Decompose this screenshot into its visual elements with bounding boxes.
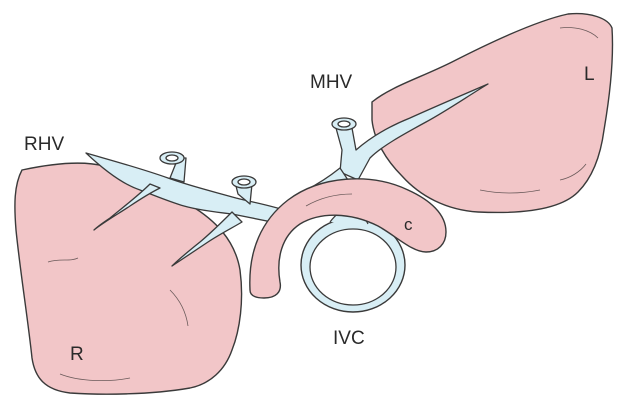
label-left-lobe: L bbox=[584, 64, 595, 85]
label-rhv: RHV bbox=[24, 134, 64, 155]
left-lobe bbox=[372, 14, 613, 213]
label-ivc: IVC bbox=[333, 328, 365, 349]
label-mhv: MHV bbox=[310, 72, 353, 93]
label-right-lobe: R bbox=[70, 344, 84, 365]
mhv-stump-opening bbox=[332, 118, 356, 130]
label-caudate: c bbox=[404, 215, 413, 234]
